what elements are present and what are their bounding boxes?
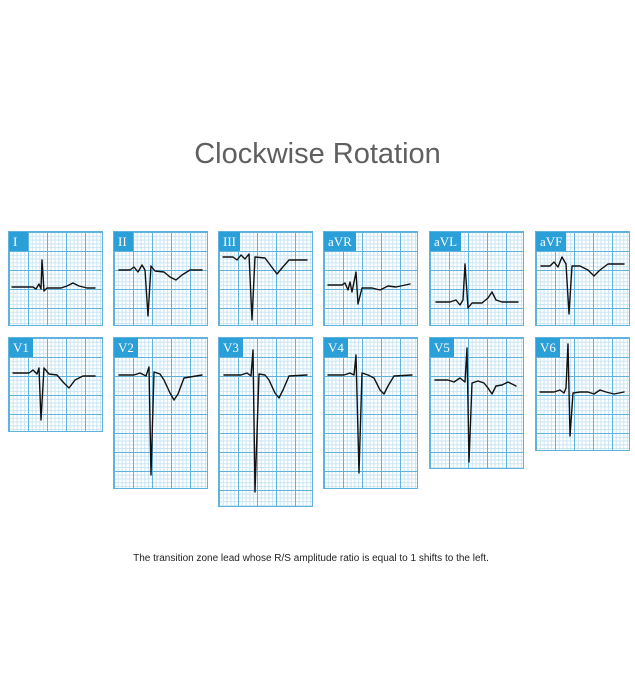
ecg-trace-i xyxy=(11,259,96,292)
ecg-trace-v6 xyxy=(539,343,625,437)
ecg-panel-lead-ii: II xyxy=(113,231,208,326)
ecg-panel-lead-v4: V4 xyxy=(323,337,418,489)
ecg-trace-avr xyxy=(327,271,411,305)
ecg-panel-lead-v6: V6 xyxy=(535,337,630,451)
ecg-panel-lead-avr: aVR xyxy=(323,231,418,326)
ecg-panel-lead-v2: V2 xyxy=(113,337,208,489)
ecg-trace-iii xyxy=(222,253,308,321)
ecg-panel-lead-v3: V3 xyxy=(218,337,313,507)
lead-label-avl: aVL xyxy=(430,232,462,251)
lead-label-iii: III xyxy=(219,232,240,251)
lead-label-v2: V2 xyxy=(114,338,138,357)
lead-label-i: I xyxy=(9,232,28,251)
ecg-trace-avl xyxy=(435,263,519,309)
caption-text: The transition zone lead whose R/S ampli… xyxy=(133,553,489,564)
ecg-panel-lead-v1: V1 xyxy=(8,337,103,432)
ecg-panel-lead-avl: aVL xyxy=(429,231,524,326)
lead-label-ii: II xyxy=(114,232,133,251)
ecg-trace-v1 xyxy=(12,367,96,421)
lead-label-avf: aVF xyxy=(536,232,567,251)
ecg-panel-lead-iii: III xyxy=(218,231,313,326)
ecg-trace-avf xyxy=(540,256,625,315)
ecg-panel-lead-avf: aVF xyxy=(535,231,630,326)
ecg-panel-lead-v5: V5 xyxy=(429,337,524,469)
ecg-trace-v5 xyxy=(434,347,517,463)
ecg-trace-v3 xyxy=(223,349,308,493)
ecg-trace-v4 xyxy=(327,354,413,474)
page-title: Clockwise Rotation xyxy=(194,138,441,170)
lead-label-v6: V6 xyxy=(536,338,560,357)
ecg-trace-ii xyxy=(118,264,203,317)
lead-label-v3: V3 xyxy=(219,338,243,357)
lead-label-avr: aVR xyxy=(324,232,356,251)
ecg-trace-v2 xyxy=(118,366,203,476)
lead-label-v5: V5 xyxy=(430,338,454,357)
ecg-panel-lead-i: I xyxy=(8,231,103,326)
lead-label-v4: V4 xyxy=(324,338,348,357)
lead-label-v1: V1 xyxy=(9,338,33,357)
